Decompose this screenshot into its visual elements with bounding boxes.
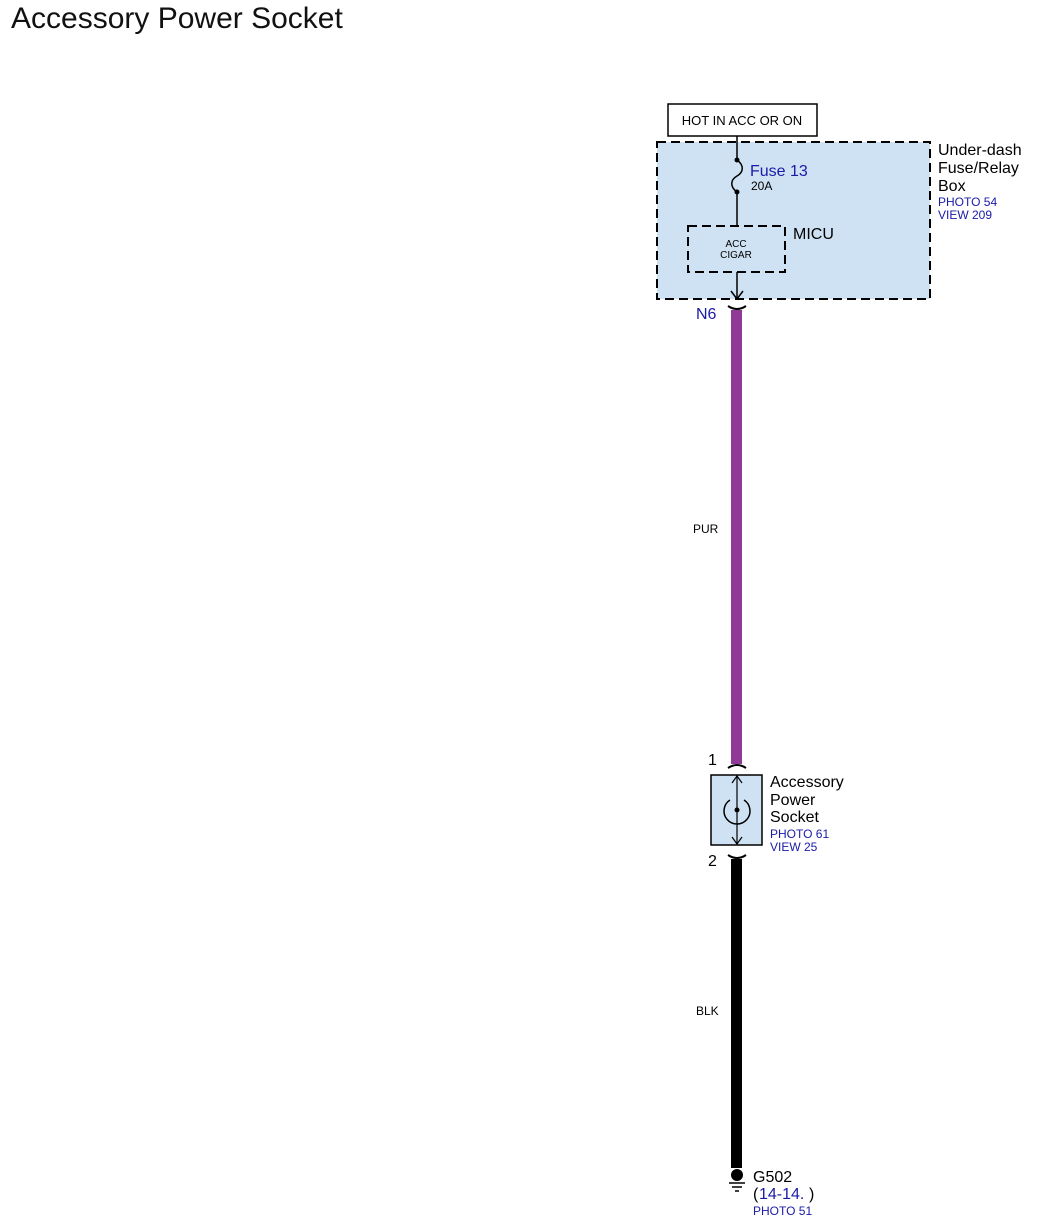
socket-arrow-up [731,774,743,784]
wire-blk-label: BLK [696,1004,719,1018]
socket-pin2-label: 2 [708,853,717,870]
micu-box [687,225,786,273]
ground-ref-link[interactable]: 14-14. [759,1186,804,1203]
fuse-box-name-line3: Box [938,178,966,195]
wire-pur [731,310,742,764]
socket-element-icon [723,799,751,825]
socket-center-dot [734,807,740,813]
connector-n6-label: N6 [696,306,717,323]
micu-line1: ACC [725,239,746,250]
fuse-box-name-line2: Fuse/Relay [938,160,1019,177]
socket-name-line1: Accessory [770,774,844,791]
micu-line2: CIGAR [720,250,752,261]
wire-pur-label: PUR [693,522,719,536]
micu-out-arrow [730,290,744,301]
fuse-box-view-link[interactable]: VIEW 209 [938,208,992,222]
fuse-rating: 20A [751,179,772,193]
fuse-box-photo-link[interactable]: PHOTO 54 [938,195,997,209]
ground-ref-open: ( [753,1186,759,1203]
fuse-box-name-line1: Under-dash [938,142,1022,159]
socket-pin2-symbol [727,854,747,859]
socket-photo-link[interactable]: PHOTO 61 [770,827,829,841]
fuse-symbol [731,159,743,193]
ground-name: G502 [753,1169,792,1186]
socket-name-line3: Socket [770,809,819,826]
socket-arrow-down [731,836,743,846]
socket-pin1-label: 1 [708,752,717,769]
socket-view-link[interactable]: VIEW 25 [770,840,818,854]
page-title: Accessory Power Socket [11,2,343,35]
power-source-label: HOT IN ACC OR ON [682,113,802,128]
micu-name: MICU [793,226,834,243]
socket-pin1-symbol [727,764,747,769]
power-source-box [667,103,818,137]
socket-name-line2: Power [770,792,816,809]
ground-ref-close: ) [809,1186,814,1203]
wire-blk [731,859,742,1168]
connector-n6-symbol [727,305,747,310]
fuse-name[interactable]: Fuse 13 [750,163,808,180]
ground-point [731,1169,743,1181]
ground-photo-link[interactable]: PHOTO 51 [753,1204,812,1218]
